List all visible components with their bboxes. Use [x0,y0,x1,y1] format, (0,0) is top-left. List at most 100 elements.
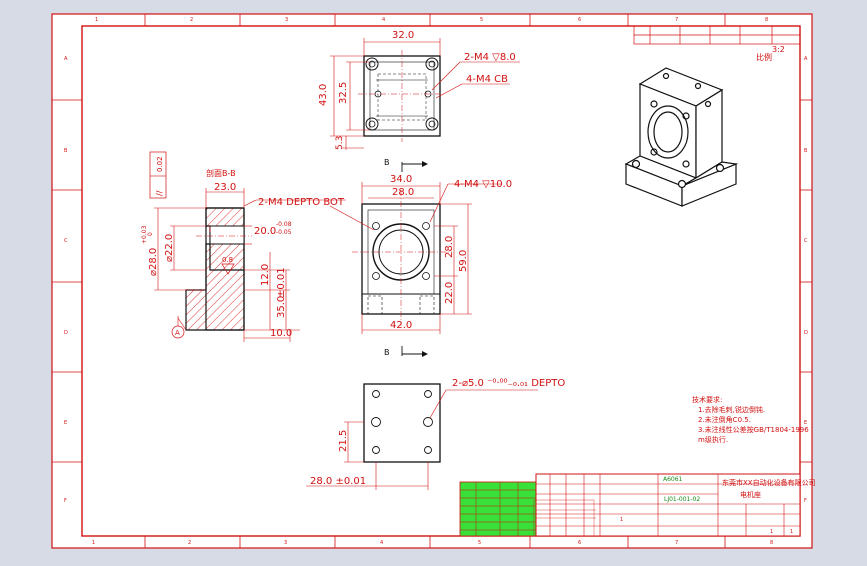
datum-circle [171,325,185,339]
material: A6061 [663,476,683,483]
inner-frame [81,25,801,537]
isometric-view [624,67,739,207]
tapped-hole [372,222,380,230]
zone-bottom-6: 6 [578,540,581,546]
technical-notes: 技术要求: 1.去除毛刺,锐边倒钝. 2.未注倒角C0.5. 3.未注线性公差按… [692,395,809,444]
tolerance-frame-symbol: // [155,190,164,196]
notes-heading: 技术要求: [692,395,722,404]
dim-top-bottom: 5.3 [335,136,345,150]
tapped-hole [422,222,430,230]
company-name: 东莞市XX自动化设备有限公司 [722,478,816,487]
dim-base: 10.0 [270,328,292,339]
dim-height-tolerance: ±0.01 [276,267,287,298]
zone-right-c: C [804,238,808,244]
zone-bottom-5: 5 [478,540,481,546]
tapped-hole [422,272,430,280]
zone-top-2: 2 [190,17,193,23]
section-title: 剖面B-B [206,168,236,178]
tol-outer-upper: +0.03 [141,225,148,244]
zone-right-b: B [804,148,808,154]
datum-label: A [175,329,180,337]
zone-top-1: 1 [95,17,98,23]
dim-bore-depth: 20.0 [254,226,276,237]
zone-left-f: F [64,498,67,504]
front-view: B B 34.0 28.0 4-M4 ▽10.0 28.0 59.0 22.0 … [329,158,512,357]
dim-front-right-overall: 59.0 [458,250,469,272]
section-view: 0.8 // 0.02 A 剖面B-B 23.0 2-M4 [141,151,346,342]
counterbore-hole [365,57,379,71]
top-view: 32.0 43.0 32.5 5.3 2-M4 ▽8.0 4-M4 CB [318,30,520,150]
notes-line-4: m级执行. [698,435,728,444]
pin-hole [424,390,432,398]
bottom-view: 2-⌀5.0 ⁻⁰·⁰⁰₋₀.₀₁ DEPTO 21.5 28.0 ±0.01 [306,378,565,490]
zone-bottom-7: 7 [675,540,678,546]
zone-bottom-4: 4 [380,540,383,546]
pin-hole [372,390,380,398]
note-pin-holes: 2-⌀5.0 ⁻⁰·⁰⁰₋₀.₀₁ DEPTO [452,378,565,389]
zone-right-f: F [804,498,807,504]
zone-right-e: E [804,420,807,426]
quantity: 1 [620,517,623,523]
tapped-hole [372,272,380,280]
dim-front-right-inner: 28.0 [444,236,455,258]
pin-hole [423,417,433,427]
zone-left-c: C [64,238,68,244]
dim-total-height: 35.0 [276,296,287,318]
sheet-number: 1 [790,529,793,535]
note-top-holes-2: 4-M4 CB [466,74,508,85]
scale-value: 3:2 [772,45,785,54]
zone-right-d: D [804,330,808,336]
zone-top-4: 4 [382,17,385,23]
zone-labels: 1 2 3 4 5 6 7 8 1 2 3 4 5 6 7 8 A B C D … [64,17,808,546]
dim-top-width: 32.0 [392,30,414,41]
section-marker-top: B [384,158,390,167]
pin-hole [424,446,432,454]
dim-inner-diameter: ⌀22.0 [164,234,175,262]
notes-line-2: 2.未注倒角C0.5. [698,415,751,424]
dim-front-bottom: 42.0 [390,320,412,331]
pin-hole [372,446,380,454]
tolerance-frame-value: 0.02 [156,156,164,172]
section-arrow-top [422,161,428,167]
zone-top-5: 5 [480,17,483,23]
zone-ticks [52,14,812,548]
zone-top-7: 7 [675,17,678,23]
tol-bore-upper: -0.08 [276,221,292,228]
title-block [459,473,801,537]
dim-step: 12.0 [260,264,271,286]
counterbore-hole [425,117,439,131]
tol-bore-lower: -0.05 [276,229,292,236]
notes-line-3: 3.未注线性公差按GB/T1804-1996 [698,425,809,434]
zone-top-8: 8 [765,17,768,23]
section-arrow-bottom [422,351,428,357]
counterbore-hole [365,117,379,131]
zone-left-e: E [64,420,67,426]
zone-left-a: A [64,56,68,62]
zone-top-6: 6 [578,17,581,23]
dim-front-right-lower: 22.0 [444,282,455,304]
tol-outer-lower: 0 [147,232,154,236]
zone-left-d: D [64,330,68,336]
dim-top-inner-height: 32.5 [338,82,349,104]
dim-bottom-width: 28.0 ±0.01 [310,476,366,487]
tolerance-frame [149,151,167,199]
drawing-number: LJ01-001-02 [664,496,700,503]
zone-right-a: A [804,56,808,62]
zone-bottom-8: 8 [770,540,773,546]
dim-front-top-outer: 34.0 [390,174,412,185]
note-section-depth: 2-M4 DEPTO BOT [258,197,345,208]
scale-label: 比例 [756,52,772,62]
counterbore-hole [425,57,439,71]
revision-block [633,25,801,45]
dim-front-top-inner: 28.0 [392,187,414,198]
note-front-holes: 4-M4 ▽10.0 [454,179,512,190]
zone-bottom-2: 2 [188,540,191,546]
roughness-value: 0.8 [222,256,233,264]
note-top-holes-1: 2-M4 ▽8.0 [464,52,516,63]
dim-top-overall-height: 43.0 [318,84,329,106]
section-marker-bottom: B [384,348,390,357]
pin-hole [371,417,381,427]
sheet-count: 1 [770,529,773,535]
